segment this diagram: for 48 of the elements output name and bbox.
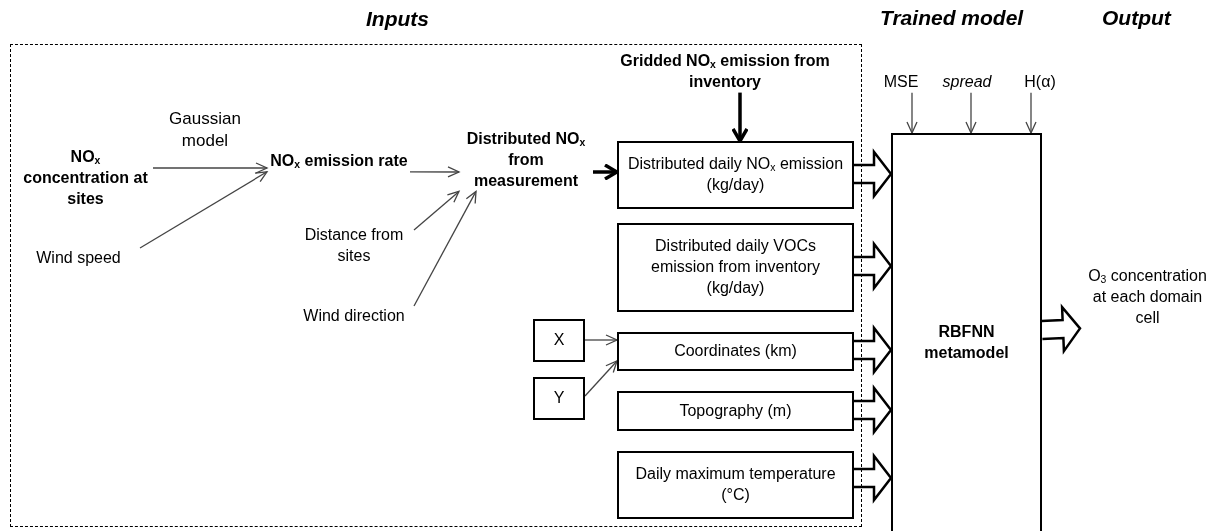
box-text: Coordinates (km)	[673, 341, 798, 362]
node-label: Wind speed	[16, 248, 141, 269]
node-label: spread	[932, 72, 1002, 93]
node-label: MSE	[876, 72, 926, 93]
block-arrow	[852, 452, 893, 504]
section-title: Output	[1102, 6, 1171, 30]
node-label: O$_{3}$ concentration at each domain cell	[1080, 266, 1215, 329]
node-label: Gridded NO$_{x}$ emission from inventory	[607, 51, 843, 93]
arrow	[1025, 92, 1037, 134]
arrow	[413, 190, 477, 307]
input-box	[617, 332, 854, 371]
arrow	[906, 92, 918, 134]
input-box	[617, 223, 854, 312]
arrow	[413, 190, 460, 231]
arrow	[965, 92, 977, 134]
input-box	[617, 391, 854, 431]
arrow	[584, 360, 618, 397]
arrow	[593, 163, 619, 181]
box-text: Distributed daily NO$_{x}$ emission (kg/day)	[626, 154, 845, 195]
box-text: Distributed daily VOCs emission from inventory (kg/day)	[650, 236, 821, 298]
block-arrow	[852, 384, 893, 436]
block-arrow	[852, 324, 893, 376]
arrow	[584, 334, 618, 346]
node-label: NO$_{x}$ concentration at sites	[18, 147, 153, 210]
arrow	[731, 92, 749, 143]
input-box	[533, 319, 585, 362]
section-title: Trained model	[880, 6, 1024, 30]
box-text: X	[552, 330, 566, 351]
arrow	[139, 171, 268, 249]
input-box	[533, 377, 585, 420]
node-label: Wind direction	[275, 306, 433, 327]
input-box	[617, 141, 854, 209]
model-box	[891, 133, 1042, 531]
arrow	[152, 162, 268, 174]
section-title: Inputs	[366, 6, 429, 32]
arrow	[409, 166, 460, 178]
block-arrow	[1040, 303, 1082, 355]
box-text: Topography (m)	[678, 400, 793, 421]
node-label: Distributed NO$_{x}$ from measurement	[459, 129, 593, 192]
input-box	[617, 451, 854, 519]
block-arrow	[852, 148, 893, 200]
block-arrow	[852, 240, 893, 292]
node-label: Distance from sites	[294, 225, 414, 267]
box-text: Daily maximum temperature (°C)	[634, 464, 837, 505]
node-label: H(α)	[1015, 72, 1065, 93]
box-text: RBFNN metamodel	[923, 322, 1010, 363]
node-label: NO$_{x}$ emission rate	[267, 151, 411, 172]
box-text: Y	[552, 388, 566, 409]
